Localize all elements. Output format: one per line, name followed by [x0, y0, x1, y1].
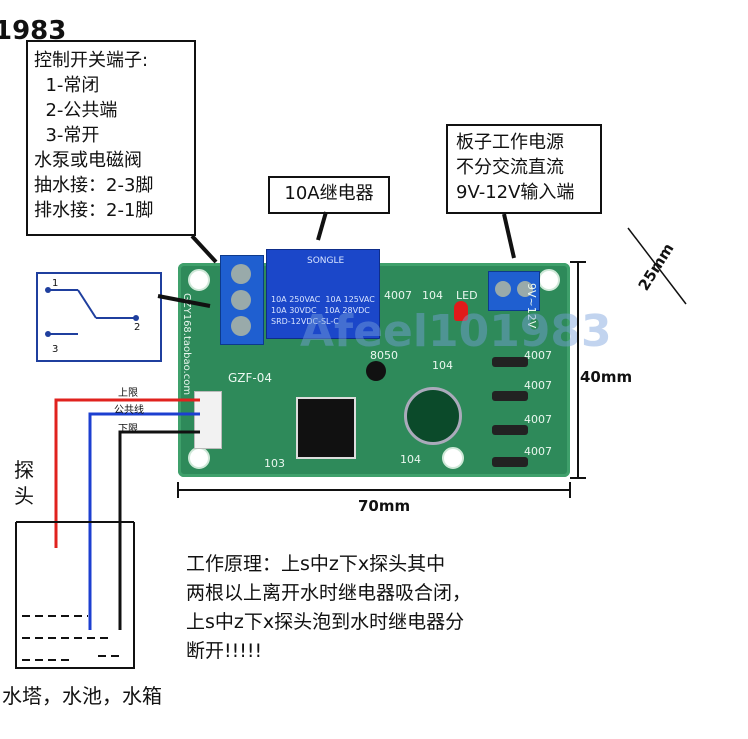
- part-4007-e: 4007: [524, 445, 552, 458]
- probe-label-2: 头: [14, 484, 34, 508]
- center-watermark: Afeel101983: [300, 306, 612, 357]
- part-103: 103: [264, 457, 285, 470]
- power-arrow: [502, 213, 516, 259]
- ic-chip: [296, 397, 356, 459]
- switch-pin-3: 3: [52, 344, 59, 355]
- terminal-note-line-2: 2-公共端: [34, 100, 118, 121]
- terminal-note-box: 控制开关端子: 1-常闭 2-公共端 3-常开水泵或电磁阀抽水接：2-3脚排水接…: [26, 40, 196, 236]
- principle-line-0: 工作原理：上s中z下x探头其中: [186, 553, 446, 575]
- power-note-line-2: 9V-12V输入端: [456, 182, 575, 203]
- relay-spec-line-0: 10A 250VAC 10A 125VAC: [271, 295, 375, 304]
- diode-3: [492, 425, 528, 435]
- mount-hole-tr: [538, 269, 560, 291]
- power-note-line-1: 不分交流直流: [456, 157, 564, 178]
- switch-diagram: 1 2 3: [36, 272, 162, 362]
- relay-arrow: [316, 211, 328, 241]
- part-4007-a: 4007: [384, 289, 412, 302]
- part-104-b: 104: [432, 359, 453, 372]
- relay: SONGLE 10A 250VAC 10A 125VAC 10A 30VDC 10…: [266, 249, 380, 339]
- electrolytic-capacitor: [404, 387, 462, 445]
- mount-hole-tl: [188, 269, 210, 291]
- part-104-c: 104: [400, 453, 421, 466]
- part-8050: 8050: [370, 349, 398, 362]
- terminal-note-line-0: 控制开关端子:: [34, 50, 149, 71]
- principle-line-3: 断开!!!!!: [186, 640, 263, 662]
- terminal-note-line-4: 水泵或电磁阀: [34, 150, 142, 171]
- part-4007-d: 4007: [524, 413, 552, 426]
- diode-2: [492, 391, 528, 401]
- part-104-a: 104: [422, 289, 443, 302]
- depth-dimension: 25mm: [634, 240, 678, 294]
- relay-label-box: 10A继电器: [268, 176, 390, 214]
- terminal-arrow: [190, 234, 218, 264]
- mount-hole-bl: [188, 447, 210, 469]
- part-led: LED: [456, 289, 478, 302]
- terminal-note-line-1: 1-常闭: [34, 75, 100, 96]
- tank-caption: 水塔，水池，水箱: [2, 684, 162, 708]
- relay-brand: SONGLE: [307, 256, 345, 266]
- switch-pin-2: 2: [134, 322, 141, 333]
- transistor: [366, 361, 386, 381]
- wire-label-upper: 上限: [118, 388, 138, 399]
- relay-label: 10A继电器: [284, 183, 374, 204]
- width-dimension: 70mm: [358, 497, 411, 515]
- terminal-note-line-3: 3-常开: [34, 125, 100, 146]
- part-4007-c: 4007: [524, 379, 552, 392]
- tank-outline: [15, 522, 135, 669]
- principle-line-1: 两根以上离开水时继电器吸合闭，: [186, 582, 472, 604]
- terminal-note-line-5: 抽水接：2-3脚: [34, 175, 154, 196]
- output-terminal-block: [220, 255, 264, 345]
- mount-hole-br: [442, 447, 464, 469]
- diode-4: [492, 457, 528, 467]
- power-note-box: 板子工作电源不分交流直流 9V-12V输入端: [446, 124, 602, 214]
- pcb-model: GZF-04: [228, 371, 273, 385]
- led: [454, 301, 468, 321]
- power-note-lines: 板子工作电源不分交流直流 9V-12V输入端: [456, 130, 600, 205]
- terminal-note-lines: 控制开关端子: 1-常闭 2-公共端 3-常开水泵或电磁阀抽水接：2-3脚排水接…: [34, 48, 194, 223]
- relay-spec-line-2: SRD-12VDC-SL-C: [271, 317, 339, 326]
- terminal-note-line-6: 排水接：2-1脚: [34, 200, 154, 221]
- principle-line-2: 上s中z下x探头泡到水时继电器分: [186, 611, 465, 633]
- power-terminal-block: [488, 271, 540, 311]
- pcb-board: SONGLE 10A 250VAC 10A 125VAC 10A 30VDC 10…: [178, 249, 570, 477]
- switch-symbol: [45, 287, 139, 337]
- diode-1: [492, 357, 528, 367]
- switch-pin-1: 1: [52, 278, 59, 289]
- working-principle: 工作原理：上s中z下x探头其中两根以上离开水时继电器吸合闭， 上s中z下x探头泡到…: [186, 550, 471, 666]
- height-dimension: 40mm: [580, 368, 633, 386]
- relay-spec-line-1: 10A 30VDC 10A 28VDC: [271, 306, 370, 315]
- probe-connector: [194, 391, 222, 449]
- relay-specs: 10A 250VAC 10A 125VAC 10A 30VDC 10A 28VDC…: [271, 294, 375, 327]
- part-4007-b: 4007: [524, 349, 552, 362]
- wire-label-lower: 下限: [118, 424, 138, 435]
- power-note-line-0: 板子工作电源: [456, 132, 564, 153]
- probe-label-1: 探: [14, 458, 34, 482]
- pcb-site: GZY168.taobao.com: [181, 293, 192, 396]
- wire-label-common: 公共线: [114, 405, 144, 416]
